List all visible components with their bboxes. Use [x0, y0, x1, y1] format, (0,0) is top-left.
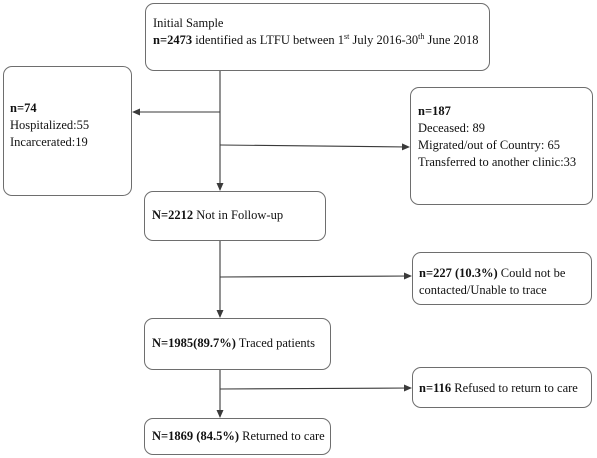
- refused-count: n=116: [419, 381, 452, 395]
- initial-text-a: identified as LTFU between 1: [192, 33, 345, 47]
- untraced-text-a: Could not be: [497, 266, 566, 280]
- excluded-right-item: Migrated/out of Country: 65: [418, 138, 560, 152]
- arrow-to-excluded-right: [219, 143, 410, 151]
- refused-text: Refused to return to care: [451, 381, 578, 395]
- not-in-followup-line: N=2212 Not in Follow-up: [152, 207, 325, 224]
- traced-text: Traced patients: [235, 336, 316, 350]
- excluded-right-item: Deceased: 89: [418, 121, 485, 135]
- initial-sup-b: th: [418, 31, 425, 41]
- untraced-box: n=227 (10.3%) Could not be contacted/Una…: [412, 252, 592, 305]
- returned-count: N=1869 (84.5%): [152, 429, 239, 443]
- arrow-to-refused: [219, 384, 412, 392]
- refused-line: n=116 Refused to return to care: [419, 380, 591, 397]
- excluded-right-item: Transferred to another clinic:33: [418, 155, 577, 169]
- not-in-followup-text: Not in Follow-up: [193, 208, 284, 222]
- initial-sup-a: st: [344, 31, 350, 41]
- excluded-left-item: Incarcerated:19: [10, 135, 88, 149]
- not-in-followup-count: N=2212: [152, 208, 194, 222]
- initial-count: n=2473: [153, 33, 193, 47]
- initial-text-b: July 2016-30: [349, 33, 419, 47]
- excluded-left-item: Hospitalized:55: [10, 118, 90, 132]
- refused-box: n=116 Refused to return to care: [412, 367, 592, 408]
- returned-box: N=1869 (84.5%) Returned to care: [144, 418, 331, 455]
- excluded-left-count-line: n=74: [10, 100, 131, 117]
- returned-text: Returned to care: [238, 429, 325, 443]
- excluded-right-count-line: n=187: [418, 103, 592, 120]
- traced-box: N=1985(89.7%) Traced patients: [144, 318, 331, 370]
- excluded-left-count: n=74: [10, 101, 37, 115]
- traced-line: N=1985(89.7%) Traced patients: [152, 335, 330, 352]
- traced-count: N=1985(89.7%): [152, 336, 236, 350]
- initial-text-c: June 2018: [424, 33, 479, 47]
- excluded-right-box: n=187 Deceased: 89 Migrated/out of Count…: [410, 87, 593, 205]
- untraced-line-1: n=227 (10.3%) Could not be: [419, 265, 591, 282]
- excluded-left-box: n=74 Hospitalized:55 Incarcerated:19: [3, 66, 132, 196]
- untraced-text-b: contacted/Unable to trace: [419, 283, 547, 297]
- excluded-right-count: n=187: [418, 104, 451, 118]
- initial-sample-detail: n=2473 identified as LTFU between 1st Ju…: [153, 32, 489, 49]
- arrow-to-untraced: [219, 272, 412, 280]
- initial-sample-label: Initial Sample: [153, 16, 224, 30]
- returned-line: N=1869 (84.5%) Returned to care: [152, 428, 330, 445]
- not-in-followup-box: N=2212 Not in Follow-up: [144, 191, 326, 241]
- initial-sample-box: Initial Sample n=2473 identified as LTFU…: [145, 3, 490, 71]
- untraced-count: n=227 (10.3%): [419, 266, 498, 280]
